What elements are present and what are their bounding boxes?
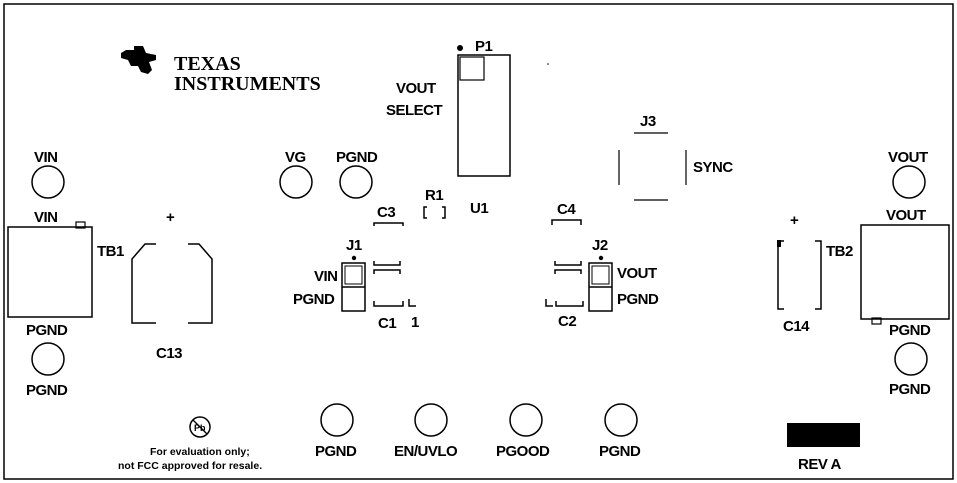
cap-near-j2-footprint bbox=[554, 261, 582, 274]
bottom-pgnd-1-testpoint bbox=[320, 403, 354, 437]
ti-logo-text-1: TEXAS bbox=[174, 53, 241, 75]
tb1-pin1-marker bbox=[75, 221, 86, 229]
j2-vout-label: VOUT bbox=[617, 265, 657, 282]
c4-footprint bbox=[551, 219, 582, 225]
c14-label: C14 bbox=[783, 318, 810, 335]
c3-label: C3 bbox=[377, 204, 395, 221]
bottom-pgnd-2-testpoint bbox=[604, 403, 638, 437]
j2-label: J2 bbox=[592, 237, 608, 254]
tb2-terminal-block bbox=[860, 224, 950, 320]
j2-pin1-pad bbox=[591, 265, 610, 285]
vin-testpoint bbox=[31, 165, 65, 199]
pgnd-top-label: PGND bbox=[336, 149, 378, 166]
tb2-pin1-marker bbox=[871, 317, 882, 325]
pin1-marker bbox=[408, 299, 416, 307]
ti-logo-text-2: INSTRUMENTS bbox=[174, 73, 321, 95]
c1-label: C1 bbox=[378, 315, 396, 332]
tb2-label: TB2 bbox=[826, 243, 853, 260]
bottom-pgnd-1-label: PGND bbox=[315, 443, 357, 460]
c2-pin1-marker bbox=[545, 299, 553, 307]
p1-pin1-dot bbox=[457, 45, 463, 51]
j1-label: J1 bbox=[346, 237, 362, 254]
vout-testpoint bbox=[892, 165, 926, 199]
evaluation-note-line1: For evaluation only; bbox=[150, 446, 250, 458]
r1-label: R1 bbox=[425, 187, 443, 204]
board-outline bbox=[3, 3, 954, 480]
u1-label: U1 bbox=[470, 200, 488, 217]
j2-pin1-dot bbox=[598, 255, 604, 261]
c14-polarity-mark bbox=[777, 240, 781, 247]
vg-label: VG bbox=[285, 149, 306, 166]
cap-near-j1-footprint bbox=[373, 261, 401, 274]
p1-label: P1 bbox=[475, 38, 493, 55]
pgnd-right-bottom-label: PGND bbox=[889, 381, 931, 398]
pgnd-left-bottom-label: PGND bbox=[26, 382, 68, 399]
c14-plus-sign: + bbox=[790, 212, 799, 229]
vout-tb2-label: VOUT bbox=[886, 207, 926, 224]
c13-footprint bbox=[131, 243, 213, 324]
ti-logo-icon bbox=[121, 46, 156, 74]
c3-footprint bbox=[373, 222, 404, 226]
vout-testpoint-label: VOUT bbox=[888, 149, 928, 166]
c2-footprint bbox=[555, 301, 584, 307]
vin-testpoint-label: VIN bbox=[34, 149, 58, 166]
evaluation-note-line2: not FCC approved for resale. bbox=[118, 460, 262, 472]
silk-dot bbox=[547, 63, 549, 65]
en-uvlo-label: EN/UVLO bbox=[394, 443, 458, 460]
pgood-testpoint bbox=[509, 403, 543, 437]
pgnd-tb1-label: PGND bbox=[26, 322, 68, 339]
en-uvlo-testpoint bbox=[414, 403, 448, 437]
j1-pin1-pad bbox=[344, 265, 363, 285]
pgnd-right-testpoint bbox=[894, 342, 928, 376]
rev-label: REV A bbox=[798, 456, 841, 473]
vin-tb1-label: VIN bbox=[34, 209, 58, 226]
pin1-label: 1 bbox=[411, 314, 419, 331]
lead-free-symbol-text: Pb bbox=[194, 423, 206, 433]
j1-vin-label: VIN bbox=[314, 268, 338, 285]
vg-testpoint bbox=[279, 165, 313, 199]
c14-footprint-right bbox=[815, 240, 822, 310]
pgnd-top-testpoint bbox=[339, 165, 373, 199]
sync-label: SYNC bbox=[693, 159, 733, 176]
c2-label: C2 bbox=[558, 313, 576, 330]
lead-free-icon: Pb bbox=[189, 416, 211, 438]
j3-label: J3 bbox=[640, 113, 656, 130]
rev-black-block bbox=[787, 423, 860, 447]
c4-label: C4 bbox=[557, 201, 576, 218]
pgnd-left-testpoint bbox=[31, 342, 65, 376]
tb1-label: TB1 bbox=[97, 243, 124, 260]
vout-select-label-line1: VOUT bbox=[396, 80, 436, 97]
p1-header-outline bbox=[457, 54, 511, 177]
c1-footprint bbox=[373, 301, 404, 307]
r1-footprint bbox=[423, 206, 446, 219]
ti-logo: TEXAS INSTRUMENTS bbox=[121, 46, 321, 95]
c13-plus-sign: + bbox=[166, 209, 175, 226]
tb1-terminal-block bbox=[7, 226, 93, 318]
j1-pgnd-label: PGND bbox=[293, 291, 335, 308]
j2-pgnd-label: PGND bbox=[617, 291, 659, 308]
bottom-pgnd-2-label: PGND bbox=[599, 443, 641, 460]
vout-select-label-line2: SELECT bbox=[386, 102, 443, 119]
pgood-label: PGOOD bbox=[496, 443, 550, 460]
pgnd-tb2-label: PGND bbox=[889, 322, 931, 339]
j1-pin1-dot bbox=[351, 255, 357, 261]
c13-label: C13 bbox=[156, 345, 182, 362]
p1-pin1-pad bbox=[459, 56, 485, 81]
